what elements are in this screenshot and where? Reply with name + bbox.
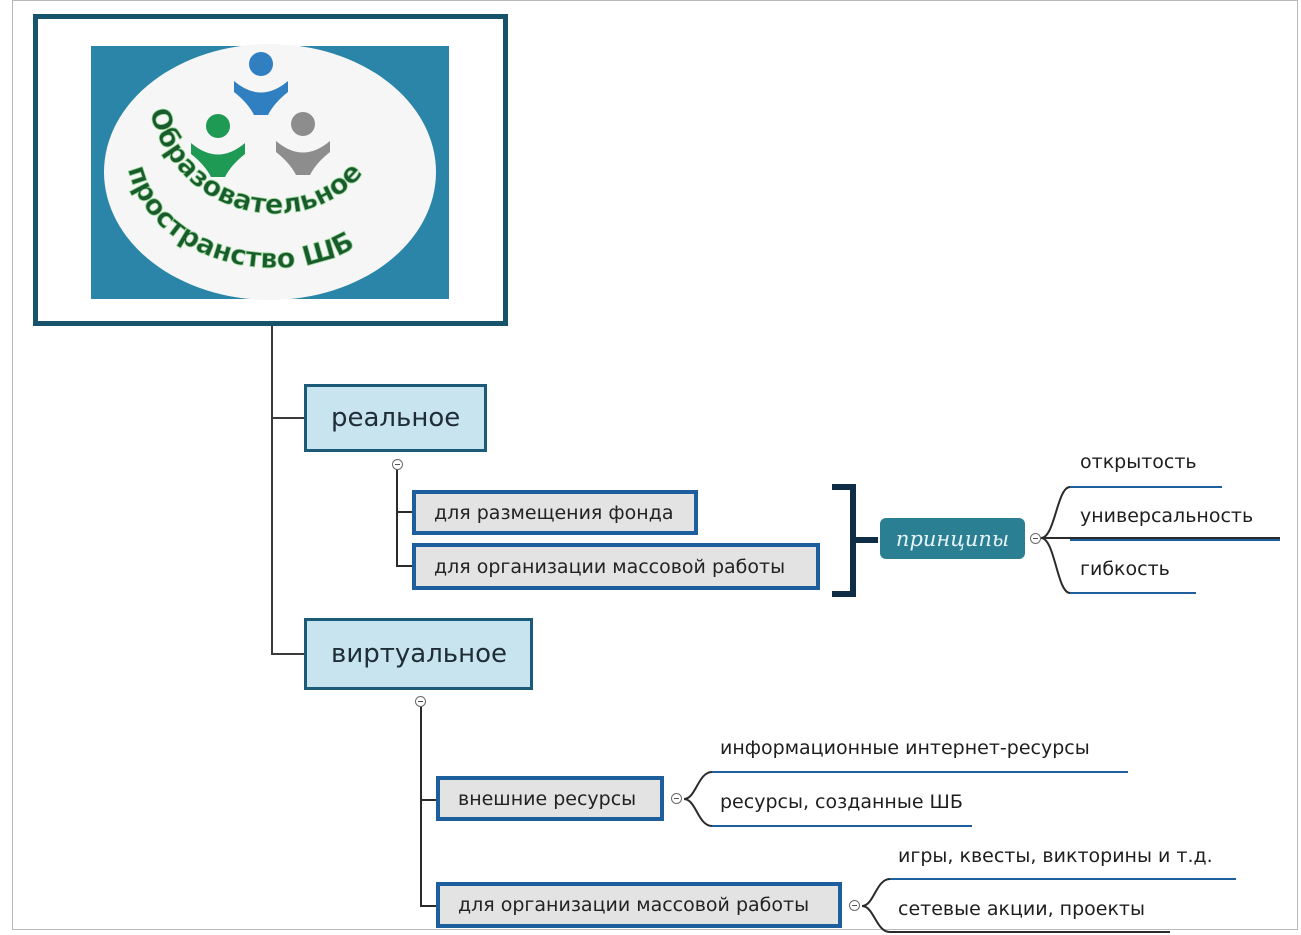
leaf-internet-resources[interactable]: информационные интернет-ресурсы xyxy=(720,737,1090,759)
node-virtual-label: виртуальное xyxy=(331,639,508,669)
collapse-icon[interactable] xyxy=(671,793,682,804)
principle-openness[interactable]: открытость xyxy=(1080,451,1197,473)
node-fund-placement-label: для размещения фонда xyxy=(434,501,674,524)
collapse-icon[interactable] xyxy=(415,696,426,707)
education-space-logo: Образовательное пространство ШБ xyxy=(91,44,449,300)
collapse-icon[interactable] xyxy=(849,900,860,911)
blue-figure-icon xyxy=(234,52,288,115)
node-principles[interactable]: принципы xyxy=(880,518,1025,559)
leaf-network-actions[interactable]: сетевые акции, проекты xyxy=(898,898,1145,920)
node-fund-placement[interactable]: для размещения фонда xyxy=(412,490,698,535)
node-mass-work-virtual[interactable]: для организации массовой работы xyxy=(436,882,842,928)
green-figure-icon xyxy=(191,114,245,177)
logo-frame: Образовательное пространство ШБ xyxy=(33,14,508,326)
principle-flexibility[interactable]: гибкость xyxy=(1080,558,1170,580)
leaf-library-resources[interactable]: ресурсы, созданные ШБ xyxy=(720,791,963,813)
node-real[interactable]: реальное xyxy=(304,384,487,452)
node-virtual[interactable]: виртуальное xyxy=(304,618,533,690)
node-external-resources[interactable]: внешние ресурсы xyxy=(436,776,664,821)
node-mass-work-virtual-label: для организации массовой работы xyxy=(458,894,810,916)
leaf-games-quests[interactable]: игры, квесты, викторины и т.д. xyxy=(898,845,1213,867)
node-mass-work-real[interactable]: для организации массовой работы xyxy=(412,543,820,590)
collapse-icon[interactable] xyxy=(1030,533,1041,544)
node-external-resources-label: внешние ресурсы xyxy=(458,787,637,810)
collapse-icon[interactable] xyxy=(392,459,403,470)
node-principles-label: принципы xyxy=(895,526,1010,551)
gray-figure-icon xyxy=(276,112,330,175)
principle-universality[interactable]: универсальность xyxy=(1080,505,1254,527)
node-real-label: реальное xyxy=(331,403,461,433)
node-mass-work-real-label: для организации массовой работы xyxy=(434,555,786,578)
